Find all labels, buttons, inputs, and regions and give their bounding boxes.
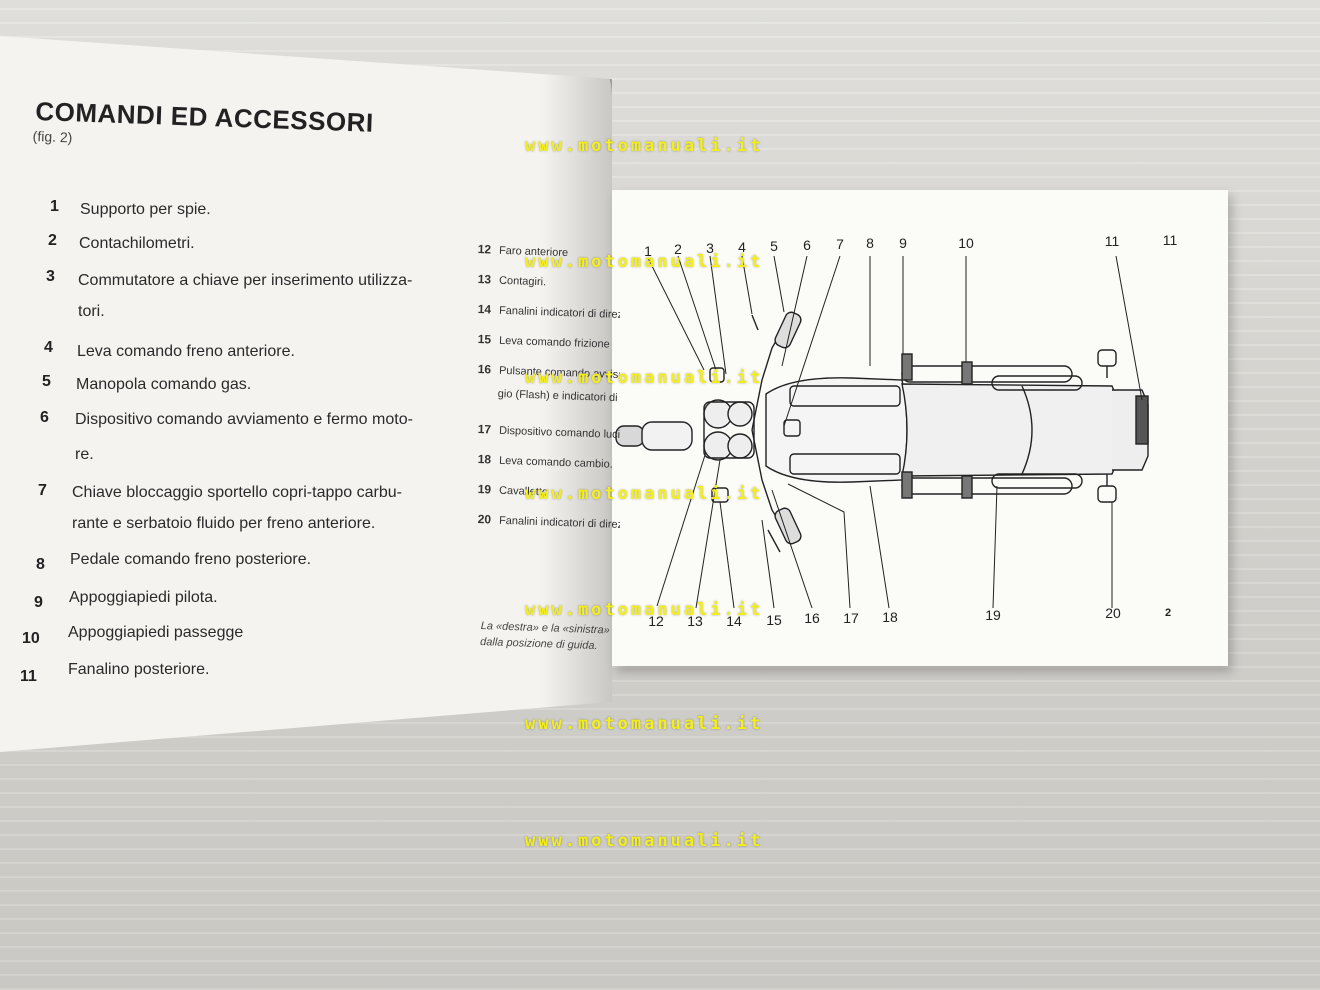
front-wheel-shape bbox=[615, 425, 645, 447]
watermark: www.motomanuali.it bbox=[525, 368, 764, 388]
item-number: 15 bbox=[477, 332, 492, 347]
item-text-continued: rante e serbatoio fluido per freno anter… bbox=[72, 515, 376, 532]
watermark: www.motomanuali.it bbox=[525, 484, 764, 504]
accessories-list: 1 Supporto per spie. 2 Contachilometri. … bbox=[0, 0, 612, 752]
item-number: 19 bbox=[477, 482, 492, 497]
callout-11: 11 bbox=[1105, 233, 1120, 249]
item-number: 12 bbox=[477, 242, 492, 257]
list-item: 20 Fanalini indicatori di direzione bbox=[478, 512, 620, 532]
callout-20: 20 bbox=[1105, 605, 1121, 621]
callout-7: 7 bbox=[836, 236, 844, 252]
callout-5: 5 bbox=[770, 238, 778, 254]
callout-19: 19 bbox=[985, 607, 1001, 623]
callout-14: 14 bbox=[726, 613, 742, 629]
list-item: 18 Leva comando cambio. bbox=[478, 452, 614, 471]
callout-10: 10 bbox=[958, 235, 974, 251]
item-number: 11 bbox=[20, 668, 37, 685]
callout-18: 18 bbox=[882, 609, 898, 625]
item-number: 2 bbox=[48, 232, 57, 249]
list-item: 13 Contagiri. bbox=[478, 272, 547, 288]
item-number: 6 bbox=[40, 409, 49, 426]
callout-9: 9 bbox=[899, 235, 907, 251]
list-item: 14 Fanalini indicatori di direzione bbox=[478, 302, 620, 322]
callout-8: 8 bbox=[866, 235, 874, 251]
list-item-continued: gio (Flash) e indicatori di direzione bbox=[497, 388, 620, 406]
item-text: Contachilometri. bbox=[79, 235, 195, 252]
item-text-continued: tori. bbox=[78, 303, 105, 320]
watermark: www.motomanuali.it bbox=[525, 600, 764, 620]
item-text-continued: re. bbox=[75, 446, 94, 463]
item-text: Fanalino posteriore. bbox=[68, 661, 210, 678]
item-number: 4 bbox=[44, 339, 53, 356]
item-text: Dispositivo comando luci bbox=[498, 424, 620, 441]
item-text: Leva comando cambio. bbox=[498, 454, 613, 471]
left-page bbox=[0, 36, 612, 752]
item-text: Supporto per spie. bbox=[80, 201, 211, 218]
item-number: 20 bbox=[477, 512, 492, 527]
item-number: 9 bbox=[34, 594, 43, 611]
callout-13: 13 bbox=[687, 613, 703, 629]
item-text: Contagiri. bbox=[498, 274, 547, 289]
callout-16: 16 bbox=[804, 610, 820, 626]
item-number: 13 bbox=[477, 272, 492, 287]
callout-12: 12 bbox=[648, 613, 664, 629]
list-item: 17 Dispositivo comando luci bbox=[478, 422, 620, 441]
watermark: www.motomanuali.it bbox=[525, 136, 764, 156]
page-number: 11 bbox=[1163, 232, 1178, 248]
item-number: 8 bbox=[36, 556, 45, 573]
orientation-note: La «destra» e la «sinistra» dalla posizi… bbox=[480, 618, 611, 655]
motorcycle-top-view-diagram: 1 2 3 4 5 6 7 8 9 10 11 11 12 13 14 15 1… bbox=[615, 232, 1178, 629]
watermark: www.motomanuali.it bbox=[525, 714, 764, 734]
callout-1: 1 bbox=[644, 243, 652, 259]
item-number: 18 bbox=[477, 452, 492, 467]
item-text: Fanalini indicatori di direzione bbox=[498, 304, 620, 322]
item-number: 1 bbox=[50, 198, 59, 215]
callout-3: 3 bbox=[706, 240, 714, 256]
item-number: 17 bbox=[477, 422, 492, 437]
callout-4: 4 bbox=[738, 239, 746, 255]
item-text: Fanalini indicatori di direzione bbox=[498, 514, 620, 532]
item-number: 10 bbox=[22, 630, 40, 647]
item-text: Appoggiapiedi passegge bbox=[68, 624, 244, 641]
figure-number: 2 bbox=[1165, 607, 1171, 619]
callout-17: 17 bbox=[843, 610, 859, 626]
list-item: 15 Leva comando frizione bbox=[478, 332, 610, 351]
watermark: www.motomanuali.it bbox=[525, 252, 764, 272]
callout-6: 6 bbox=[803, 237, 811, 253]
watermark: www.motomanuali.it bbox=[525, 831, 764, 851]
callout-15: 15 bbox=[766, 612, 782, 628]
item-number: 16 bbox=[477, 362, 492, 377]
item-number: 14 bbox=[477, 302, 492, 317]
item-text: Appoggiapiedi pilota. bbox=[69, 589, 218, 606]
item-text: Commutatore a chiave per inserimento uti… bbox=[78, 272, 413, 289]
item-text: Manopola comando gas. bbox=[76, 376, 252, 393]
item-number: 5 bbox=[42, 373, 51, 390]
item-text: Chiave bloccaggio sportello copri-tappo … bbox=[72, 484, 402, 501]
callout-2: 2 bbox=[674, 241, 682, 257]
item-text: Leva comando frizione bbox=[498, 334, 610, 351]
item-text: Dispositivo comando avviamento e fermo m… bbox=[75, 411, 413, 428]
item-text: Leva comando freno anteriore. bbox=[77, 343, 295, 360]
item-number: 7 bbox=[38, 482, 47, 499]
item-number: 3 bbox=[46, 268, 55, 285]
item-text: Pedale comando freno posteriore. bbox=[70, 551, 312, 568]
callout-leaders bbox=[647, 255, 1143, 609]
